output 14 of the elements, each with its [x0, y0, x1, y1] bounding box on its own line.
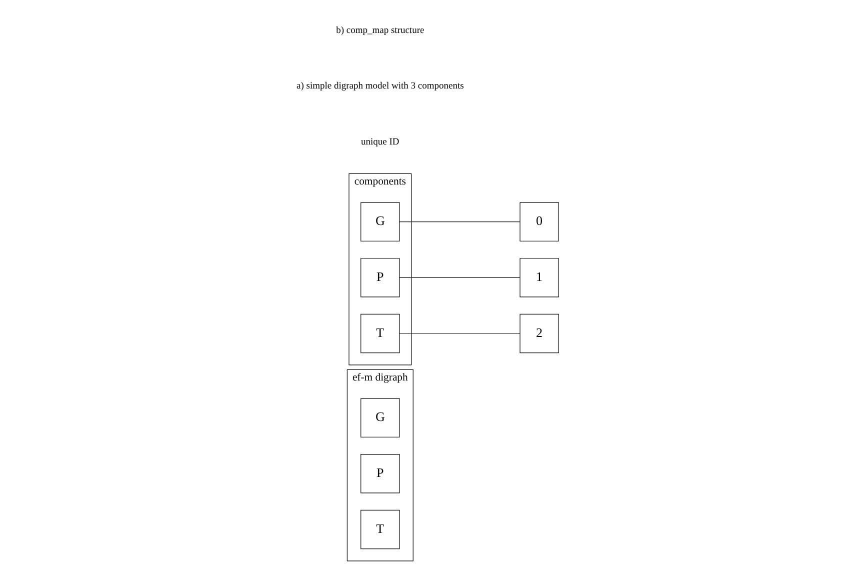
label: b) comp_map structure	[336, 26, 424, 36]
label: unique ID	[360, 138, 399, 148]
node-box: P	[360, 258, 400, 298]
node-box: T	[360, 510, 400, 550]
node-box: T	[360, 314, 400, 354]
connector	[398, 333, 520, 334]
connector	[398, 277, 520, 278]
node-box: G	[360, 398, 400, 438]
node-box: 0	[519, 202, 558, 242]
node-box: 1	[519, 258, 558, 298]
node-box: G	[360, 202, 400, 242]
label: a) simple digraph model with 3 components	[296, 82, 464, 92]
node-box: 2	[519, 314, 558, 354]
node-box: P	[360, 454, 400, 494]
